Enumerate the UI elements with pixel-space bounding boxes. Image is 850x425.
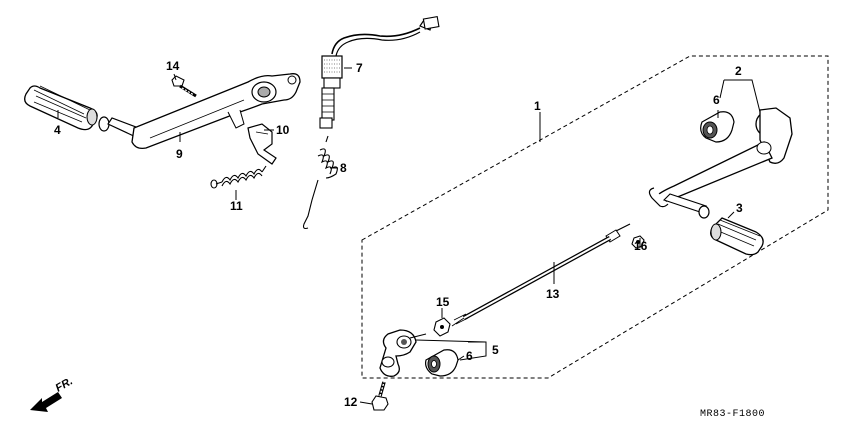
brake-pedal-arm	[107, 73, 301, 150]
callout-6b: 6	[466, 349, 473, 363]
gearshift-pedal-arm	[648, 107, 793, 213]
bolt-12	[371, 381, 389, 411]
diagram-part-code: MR83-F1800	[700, 409, 765, 420]
callout-1: 1	[534, 99, 541, 113]
assembly-boundary	[361, 55, 829, 379]
callout-8: 8	[340, 161, 347, 175]
callout-3: 3	[736, 201, 743, 215]
callout-4: 4	[54, 123, 61, 137]
callout-13: 13	[546, 287, 560, 301]
shift-tie-rod	[451, 223, 631, 327]
front-arrow-icon	[30, 392, 62, 412]
callout-6a: 6	[713, 93, 720, 107]
callout-5: 5	[492, 343, 499, 357]
callout-16: 16	[634, 239, 648, 253]
brake-switch-spring	[302, 135, 338, 230]
brake-light-switch	[319, 16, 440, 129]
callout-15: 15	[436, 295, 450, 309]
callouts: 1 2 3 4 5 6 6 7 8 9 10 11 12 13 14 15 16	[54, 59, 743, 409]
callout-10: 10	[276, 123, 290, 137]
callout-7: 7	[356, 61, 363, 75]
pivot-bushing-lower	[425, 349, 459, 377]
front-direction-indicator: FR.	[30, 375, 75, 412]
callout-2: 2	[735, 64, 742, 78]
shift-pedal-rubber	[710, 217, 764, 256]
pivot-bushing-upper	[700, 111, 735, 143]
nut-15	[433, 317, 451, 337]
washer-right	[698, 205, 710, 219]
gearshift-lower-arm	[379, 329, 427, 377]
return-spring-11	[210, 165, 267, 189]
callout-9: 9	[176, 147, 183, 161]
callout-12: 12	[344, 395, 358, 409]
front-label: FR.	[54, 375, 75, 394]
leader-lines	[57, 67, 761, 405]
callout-14: 14	[166, 59, 180, 73]
nut-16	[631, 235, 645, 249]
footpeg-rubber-left	[24, 85, 98, 131]
spring-bracket	[247, 123, 277, 165]
callout-11: 11	[230, 199, 243, 213]
